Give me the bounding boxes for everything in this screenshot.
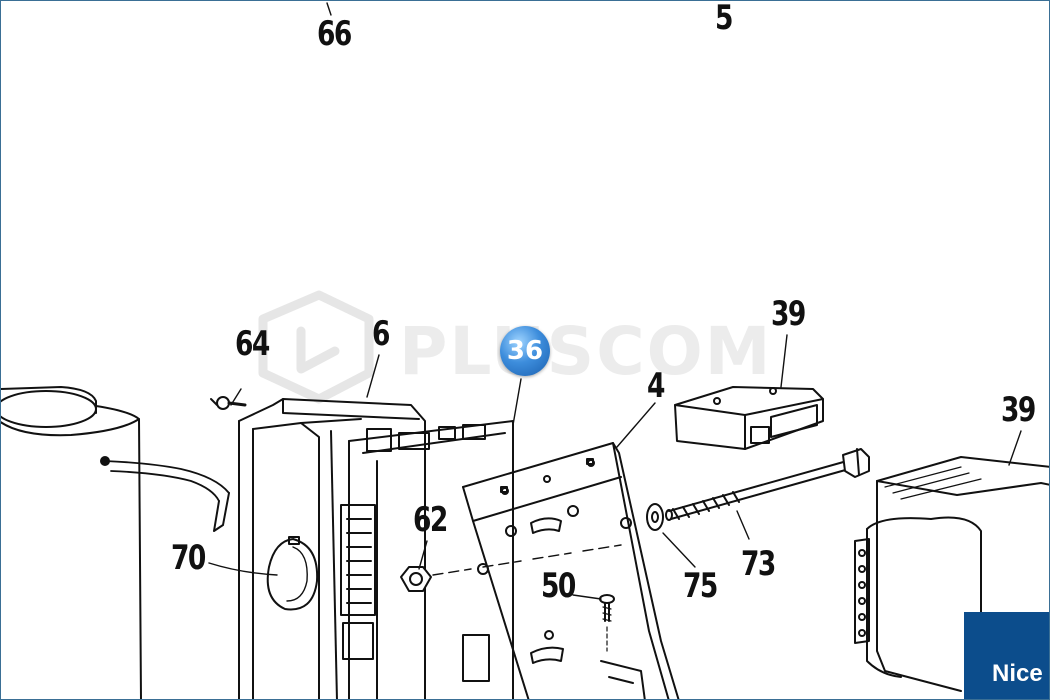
cable-clamp-70 <box>266 536 319 611</box>
enclosure-6 <box>210 396 426 699</box>
part-label-62: 62 <box>413 500 448 540</box>
part-label-70: 70 <box>171 538 206 578</box>
nut-62 <box>400 566 432 592</box>
leader-lines <box>208 2 1022 600</box>
part-label-64: 64 <box>235 324 270 364</box>
transformer-39 <box>854 456 1049 692</box>
part-label-39-transformer: 39 <box>1001 390 1036 430</box>
part-label-5: 5 <box>715 0 733 38</box>
part-label-50: 50 <box>541 566 576 606</box>
watermark-text: PLUSCOM <box>399 313 773 390</box>
part-label-66: 66 <box>317 14 352 54</box>
bolt-73 <box>665 448 870 521</box>
part-label-4: 4 <box>647 366 665 406</box>
part-label-75: 75 <box>683 566 718 606</box>
circuit-board-36 <box>340 420 514 699</box>
screw-50 <box>599 594 615 652</box>
part-label-6: 6 <box>372 314 390 354</box>
mounting-plate-4 <box>462 442 680 699</box>
watermark-logo <box>258 290 374 404</box>
washer-75 <box>646 503 664 531</box>
nice-brand-logo: Nice <box>964 612 1049 699</box>
motor-cylinder <box>1 386 230 699</box>
hotspot-badge-36[interactable]: 36 <box>500 326 550 376</box>
relay-module-39 <box>674 386 824 450</box>
part-label-39-relay: 39 <box>771 294 806 334</box>
assembly-axis <box>432 544 622 576</box>
part-label-73: 73 <box>741 544 776 584</box>
